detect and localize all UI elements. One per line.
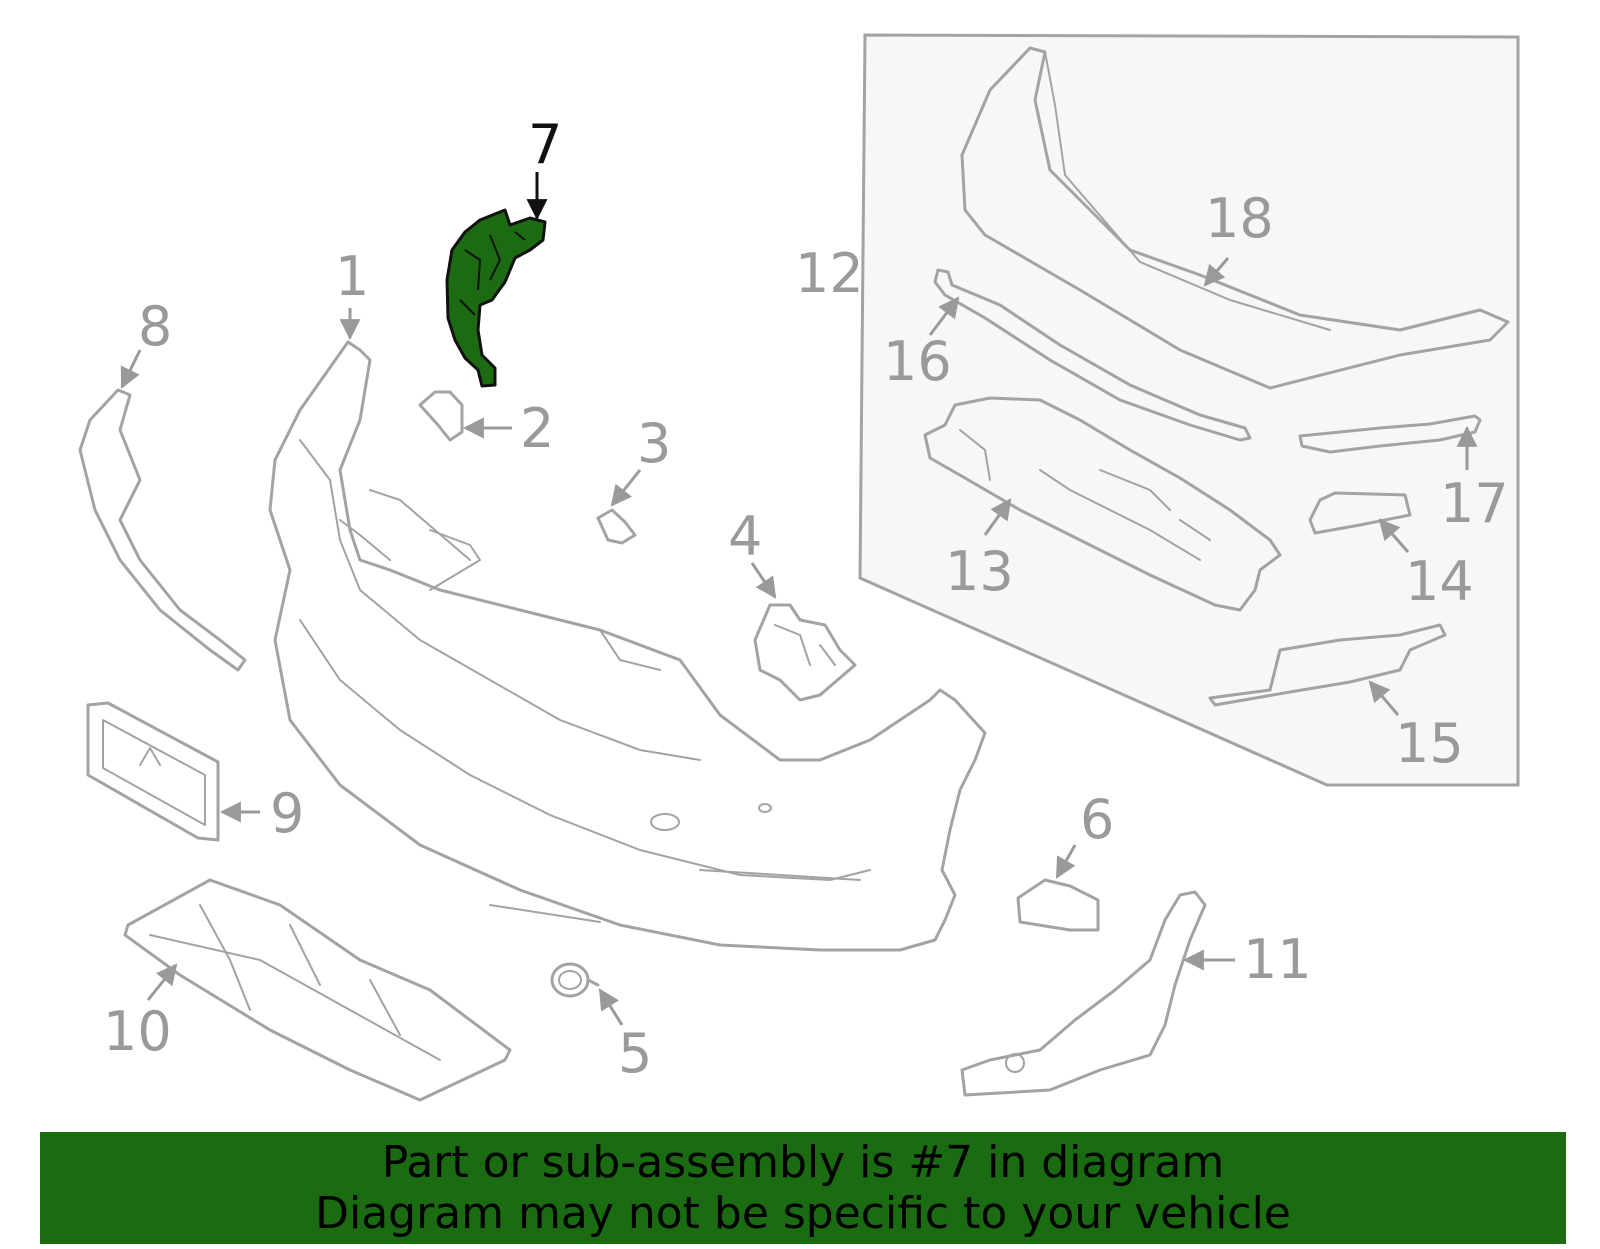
callout-14: 14	[1405, 550, 1474, 613]
leader-13	[983, 498, 1012, 536]
banner-line-2: Diagram may not be specific to your vehi…	[315, 1188, 1291, 1239]
leader-15	[1368, 680, 1400, 716]
callout-8: 8	[138, 295, 172, 358]
part-9-plate-bracket	[86, 701, 220, 842]
leaders	[120, 172, 1478, 1026]
part-1-bumper-cover	[268, 340, 987, 952]
info-banner: Part or sub-assembly is #7 in diagram Di…	[40, 1132, 1566, 1244]
callout-11: 11	[1243, 928, 1312, 991]
leader-10	[146, 963, 178, 1001]
callout-4: 4	[728, 505, 762, 568]
part-15-bracket	[1208, 623, 1447, 707]
part-3-clip	[596, 508, 637, 545]
part-2-clip	[418, 390, 464, 442]
part-17-bracket	[1298, 414, 1482, 454]
leader-18	[1203, 257, 1230, 287]
banner-line-1: Part or sub-assembly is #7 in diagram	[381, 1137, 1225, 1188]
leader-5	[598, 988, 624, 1026]
callout-9: 9	[270, 782, 304, 845]
part-7-highlighted	[445, 208, 547, 388]
callout-17: 17	[1440, 472, 1509, 535]
callout-3: 3	[637, 412, 671, 475]
part-8-side-strip	[78, 388, 247, 672]
leader-3	[610, 469, 642, 507]
leader-14	[1378, 518, 1410, 553]
part-10-lower-shield	[123, 878, 512, 1102]
leader-6	[1055, 844, 1077, 879]
callout-7: 7	[528, 113, 562, 176]
part-11-side-bracket	[960, 890, 1207, 1097]
part-6-bracket	[1016, 878, 1100, 932]
callout-5: 5	[618, 1022, 652, 1085]
part-16-strip	[933, 268, 1252, 442]
callout-2: 2	[520, 397, 554, 460]
callout-1: 1	[335, 245, 369, 308]
part-18-trim-strip	[960, 46, 1510, 390]
part-4-bracket	[753, 603, 857, 702]
part-5-grommet	[550, 962, 600, 998]
callout-16: 16	[883, 330, 952, 393]
leader-16	[928, 296, 960, 336]
callout-12: 12	[795, 242, 864, 305]
callout-18: 18	[1205, 187, 1274, 250]
leader-8	[120, 349, 142, 389]
callout-6: 6	[1080, 788, 1114, 851]
leader-4	[750, 562, 777, 599]
callouts: 1 2 3 4 5 6 7 8 9 10 11 12 13 14 15 16 1…	[103, 113, 1509, 1085]
callout-15: 15	[1395, 712, 1464, 775]
part-13-absorber	[923, 396, 1282, 612]
callout-13: 13	[945, 540, 1014, 603]
callout-10: 10	[103, 1000, 172, 1063]
